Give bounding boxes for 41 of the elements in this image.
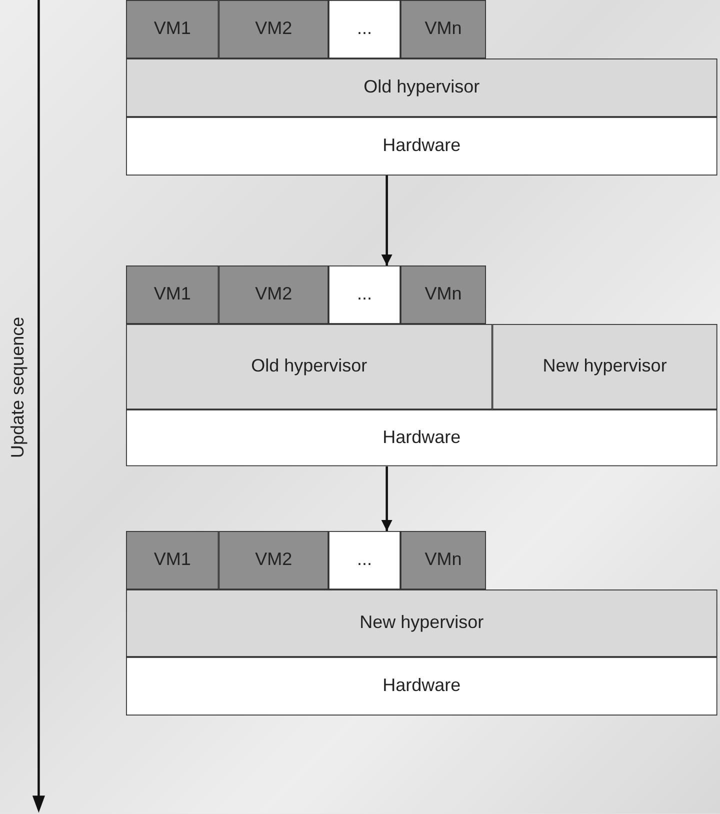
- vm-block: [126, 0, 219, 58]
- layer-label: New hypervisor: [542, 356, 668, 378]
- layer-label: VM1: [152, 550, 192, 571]
- layer-label: ...: [356, 550, 373, 571]
- layer-label: VM1: [152, 284, 192, 306]
- hardware-layer: [126, 657, 718, 716]
- hypervisor-layer: [492, 324, 718, 410]
- layer-label: VM1: [152, 18, 192, 40]
- vm-block: [400, 266, 486, 324]
- vm-block: [400, 0, 486, 58]
- vm-block: [126, 266, 219, 324]
- axis-label: Update sequence: [8, 316, 28, 458]
- layer-label: VM2: [254, 18, 294, 40]
- vm-block: [400, 531, 486, 590]
- hypervisor-layer: [126, 324, 492, 410]
- vm-block: [218, 0, 328, 58]
- layer-label: Old hypervisor: [250, 356, 368, 378]
- hardware-layer: [126, 410, 718, 466]
- layer-label: VMn: [424, 550, 463, 571]
- ellipsis-block: [328, 266, 400, 324]
- layer-label: New hypervisor: [358, 612, 485, 634]
- vm-block: [218, 531, 328, 590]
- hardware-layer: [126, 117, 718, 176]
- ellipsis-block: [328, 531, 400, 590]
- ellipsis-block: [328, 0, 400, 58]
- layer-label: ...: [356, 284, 373, 306]
- arrow: [381, 466, 392, 531]
- hypervisor-layer: [126, 590, 718, 657]
- layer-label: VM2: [254, 550, 294, 571]
- layer-label: Old hypervisor: [362, 77, 481, 98]
- hypervisor-layer: [126, 58, 718, 117]
- layer-label: VMn: [424, 284, 463, 306]
- layer-label: VMn: [424, 18, 463, 40]
- layer-label: Hardware: [382, 676, 462, 697]
- layer-label: Hardware: [382, 136, 462, 157]
- vm-block: [126, 531, 219, 590]
- vm-block: [218, 266, 328, 324]
- layer-label: ...: [356, 18, 373, 40]
- layer-label: Hardware: [382, 428, 462, 448]
- layer-label: VM2: [254, 284, 294, 306]
- arrow: [381, 176, 392, 266]
